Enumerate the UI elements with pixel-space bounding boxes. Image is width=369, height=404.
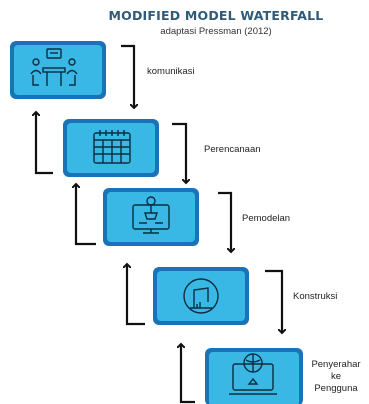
- stage-label-pemodelan: Pemodelan: [242, 213, 291, 224]
- arrow-down-4: [265, 269, 282, 333]
- stage-label-komunikasi: komunikasi: [147, 66, 195, 77]
- stage-label-konstruksi: Konstruksi: [293, 291, 338, 302]
- laptop-globe-icon: [229, 353, 277, 395]
- stage-box-perencanaan: [63, 119, 159, 177]
- monitor-design-icon: [132, 196, 170, 234]
- arrow-up-2: [76, 184, 96, 246]
- stage-label-penyerahan-line-1: Penyerahar: [311, 359, 361, 370]
- meeting-icon: [30, 48, 78, 86]
- calendar-icon: [93, 130, 131, 164]
- arrow-up-4: [181, 344, 195, 404]
- stage-label-perencanaan: Perencanaan: [204, 144, 261, 155]
- stage-box-penyerahan: [205, 348, 303, 404]
- diagram-title: MODIFIED MODEL WATERFALL: [108, 8, 324, 23]
- arrow-down-2: [172, 122, 186, 183]
- stage-label-penyerahan-line-2: ke: [330, 371, 342, 382]
- stage-box-konstruksi: [153, 267, 249, 325]
- arrow-down-3: [218, 191, 231, 252]
- arrow-down-1: [121, 44, 134, 108]
- diagram-subtitle: adaptasi Pressman (2012): [160, 26, 272, 37]
- arrow-up-1: [36, 112, 53, 175]
- arrow-up-3: [127, 264, 145, 326]
- stage-label-penyerahan-line-3: Pengguna: [314, 383, 358, 394]
- stage-label-penyerahan: Penyerahar ke Pengguna: [308, 359, 364, 395]
- crane-icon: [183, 278, 219, 314]
- stage-box-pemodelan: [103, 188, 199, 246]
